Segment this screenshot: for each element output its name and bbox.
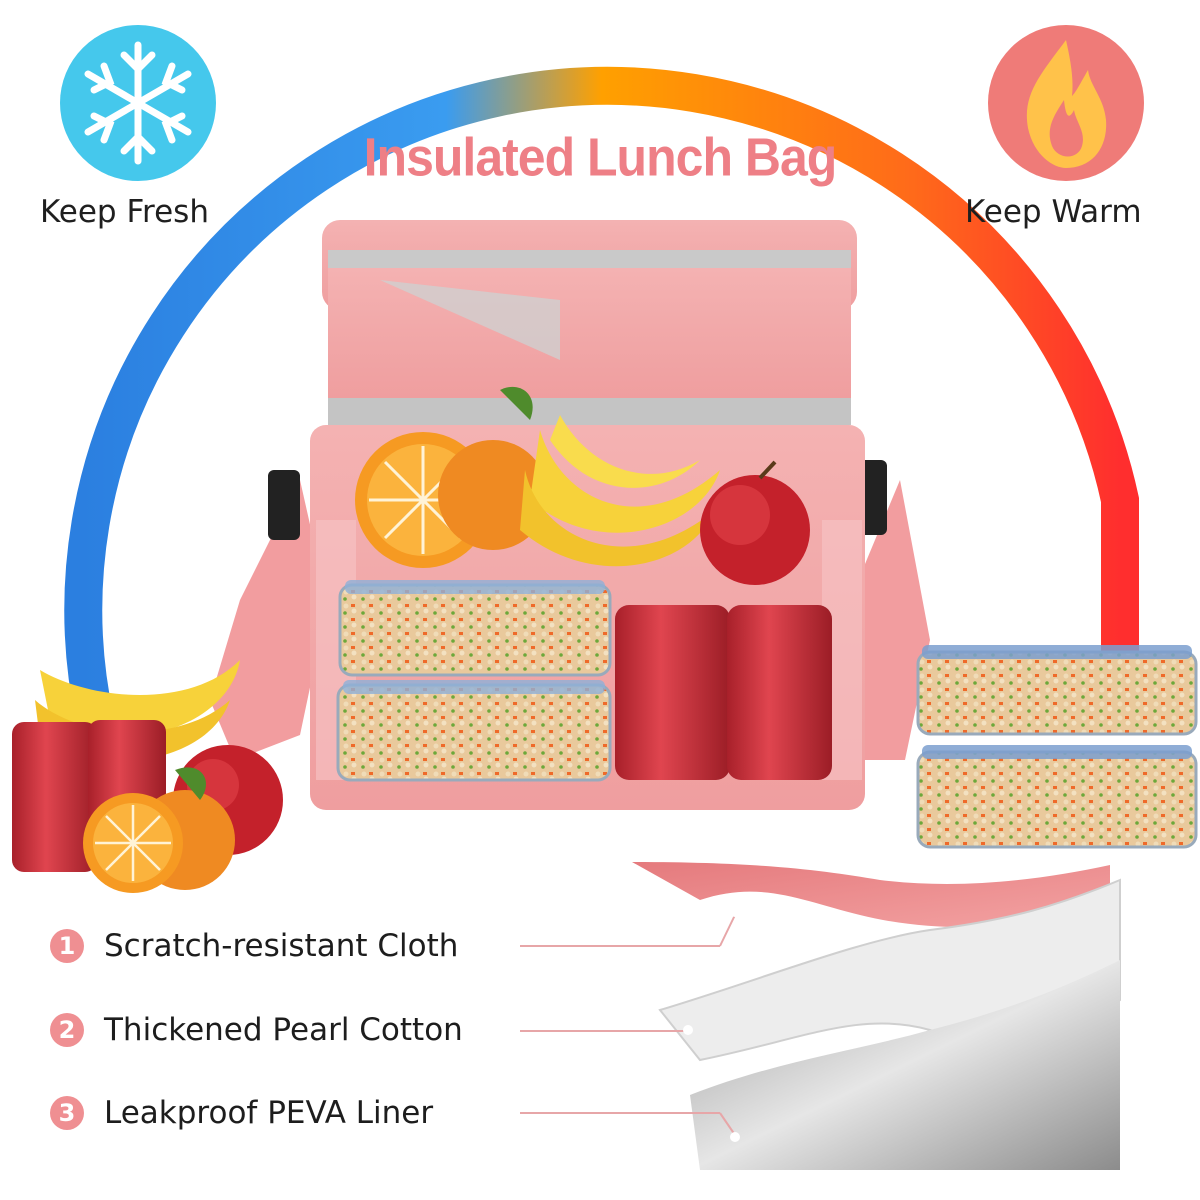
feature-number-badge: 3 xyxy=(50,1096,84,1130)
feature-item-2: 2 Thickened Pearl Cotton xyxy=(50,1010,463,1050)
flame-icon xyxy=(988,25,1144,181)
feature-number-badge: 2 xyxy=(50,1013,84,1047)
feature-item-3: 3 Leakproof PEVA Liner xyxy=(50,1093,433,1133)
snowflake-icon xyxy=(60,25,216,181)
feature-number-badge: 1 xyxy=(50,929,84,963)
feature-label: Scratch-resistant Cloth xyxy=(104,928,459,964)
feature-label: Leakproof PEVA Liner xyxy=(104,1095,434,1131)
product-title: Insulated Lunch Bag xyxy=(363,126,838,188)
feature-label: Thickened Pearl Cotton xyxy=(104,1012,463,1048)
keep-fresh-label: Keep Fresh xyxy=(40,194,209,230)
keep-warm-label: Keep Warm xyxy=(965,194,1142,230)
feature-item-1: 1 Scratch-resistant Cloth xyxy=(50,926,458,966)
